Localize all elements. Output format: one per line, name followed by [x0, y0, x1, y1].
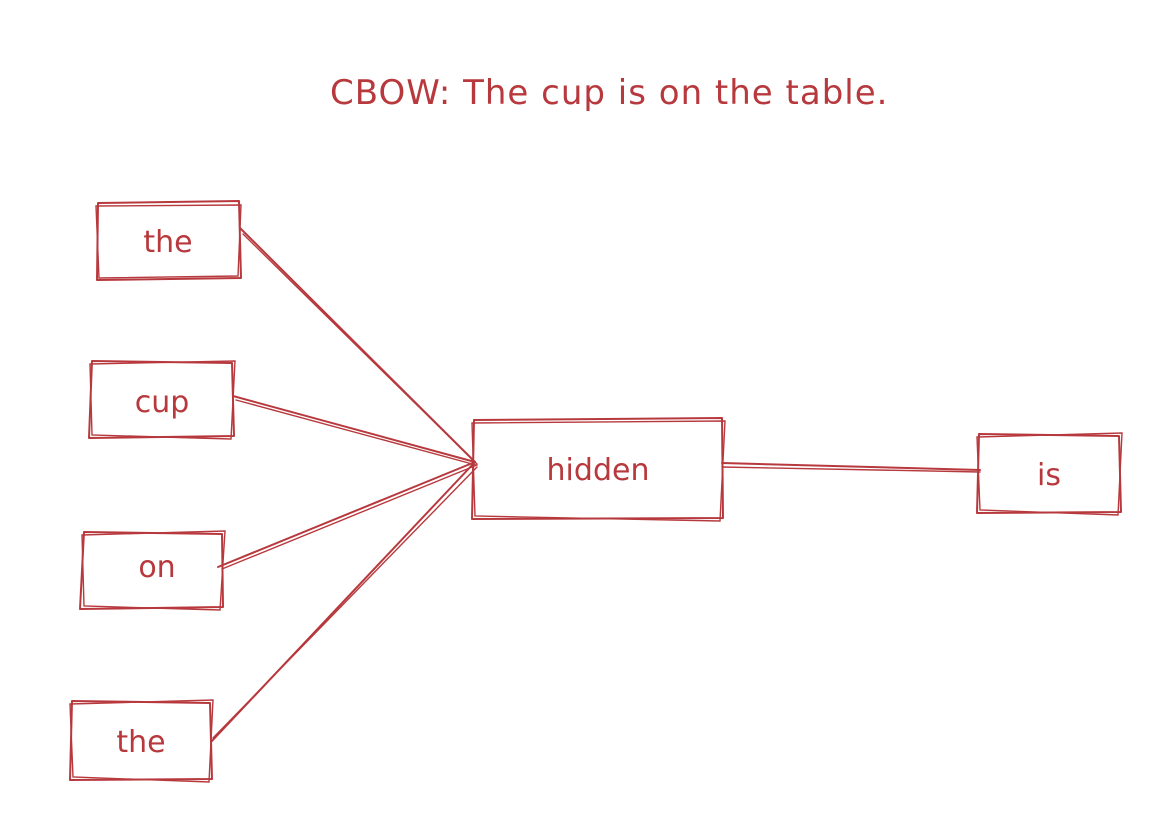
- edge-the-1-to-hidden: [239, 227, 478, 465]
- context-label-on: on: [138, 550, 175, 585]
- context-node-the-1: the: [95, 200, 242, 281]
- output-node: is: [976, 432, 1123, 516]
- edge-hidden-to-is: [721, 462, 981, 473]
- diagram-title: CBOW: The cup is on the table.: [330, 73, 888, 113]
- context-node-on: on: [79, 530, 226, 611]
- context-label-cup: cup: [135, 385, 190, 420]
- edges: [210, 227, 981, 743]
- edge-the-2-to-hidden: [210, 461, 478, 743]
- edge-on-to-hidden: [217, 461, 478, 570]
- context-node-the-2: the: [69, 699, 214, 783]
- hidden-label: hidden: [547, 453, 650, 488]
- hidden-node: hidden: [471, 417, 726, 522]
- output-label: is: [1037, 458, 1061, 493]
- context-node-cup: cup: [88, 360, 236, 440]
- edge-cup-to-hidden: [232, 395, 477, 466]
- context-label-the-1: the: [143, 225, 192, 260]
- context-label-the-2: the: [116, 725, 165, 760]
